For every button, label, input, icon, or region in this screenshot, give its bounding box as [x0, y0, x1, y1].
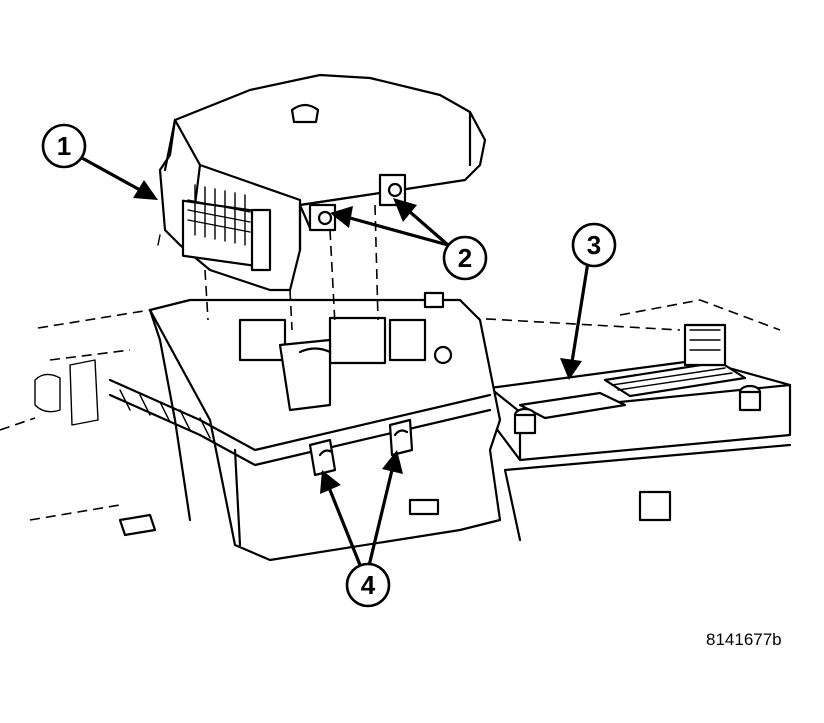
leader-lines	[80, 156, 590, 572]
callout-2-label: 2	[458, 243, 472, 273]
callout-3: 3	[571, 222, 617, 268]
control-module	[157, 73, 487, 292]
callout-1-label: 1	[57, 131, 71, 161]
callout-4-label: 4	[361, 570, 376, 600]
callout-3-label: 3	[587, 230, 601, 260]
callout-2: 2	[442, 235, 488, 281]
mounting-tray	[108, 291, 502, 562]
callout-4: 4	[345, 562, 391, 608]
battery	[488, 323, 792, 542]
background-context-lines	[0, 299, 781, 521]
figure-id: 8141677b	[706, 630, 782, 649]
callout-1: 1	[41, 123, 87, 169]
